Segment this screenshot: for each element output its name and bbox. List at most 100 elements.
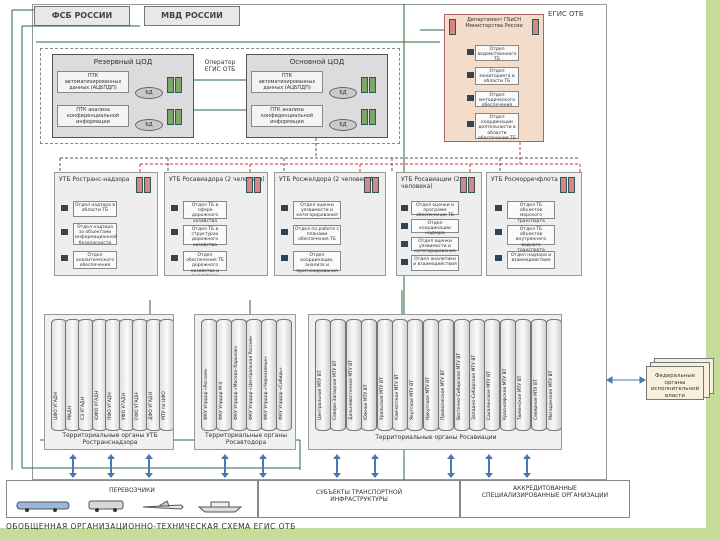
- territorial-organ-cylinder: Северное МТУ ВТ: [530, 319, 547, 431]
- territorial-organ-cylinder: Южное МТУ ВТ: [361, 319, 378, 431]
- territorial-organ-cylinder: Сахалинское МТУ ВТ: [484, 319, 501, 431]
- computer-icon: [61, 205, 68, 211]
- ugs-title: УТБ Росавиации (2 человека): [401, 176, 460, 190]
- server-icon: [361, 77, 368, 93]
- territorial-organ-label: ЮФО УГАДН: [94, 390, 100, 420]
- server-icon: [449, 19, 456, 35]
- territorial-organ-label: ДФО УГАДН: [148, 392, 154, 420]
- database-icon: БД: [135, 119, 163, 131]
- territorial-organ-label: СЗ УГАДН: [81, 397, 86, 420]
- cod-reserve-title: Резервный ЦОД: [93, 58, 153, 66]
- database-icon: БД: [329, 119, 357, 131]
- territorial-organ-label: Приволжское МТУ ВТ: [441, 369, 447, 420]
- infrastructure-box: СУБЪЕКТЫ ТРАНСПОРТНОЙ ИНФРАСТРУКТУРЫ: [258, 480, 460, 518]
- arrow-icon: [333, 454, 341, 478]
- territorial-organ-label: ФКУ Упрдор «Черноземье»: [264, 356, 269, 420]
- computer-icon: [171, 229, 178, 235]
- territorial-organ-cylinder: Центральное МТУ ВТ: [315, 319, 331, 431]
- territorial-organ-cylinder: Северо-Западное МТУ ВТ: [330, 319, 347, 431]
- computer-icon: [495, 255, 502, 261]
- territorial-organ-label: СФО УГАДН: [135, 392, 140, 420]
- territorial-organ-cylinder: Западно-Сибирское МТУ ВТ: [469, 319, 485, 431]
- database-icon: БД: [329, 87, 357, 99]
- territorial-organ-label: ФКУ Упрдор «Россия»: [204, 368, 209, 421]
- server-icon: [364, 177, 371, 193]
- computer-icon: [401, 259, 408, 265]
- ship-icon: [197, 501, 243, 513]
- cod-region: [40, 48, 400, 144]
- ugs-dept: Отдел ТБ объектов морского транспорта: [507, 201, 555, 224]
- server-icon: [246, 177, 253, 193]
- cod-reserve-ptk-conf: ПТК анализа конфиденциальной информации: [57, 105, 129, 127]
- server-icon: [167, 109, 174, 125]
- territorial-organ-cylinder: ФКУ Упрдор «Россия»: [201, 319, 217, 431]
- server-icon: [460, 177, 467, 193]
- territorial-organ-label: Центральное МТУ ВТ: [318, 370, 323, 420]
- computer-icon: [401, 205, 408, 211]
- arrow-icon: [523, 454, 531, 478]
- computer-icon: [467, 95, 474, 101]
- cod-main-ptk-conf: ПТК анализа конфиденциальной информации: [251, 105, 323, 127]
- decorative-bottom-strip: [0, 528, 720, 540]
- computer-icon: [401, 223, 408, 229]
- accredited-box: АККРЕДИТОВАННЫЕ СПЕЦИАЛИЗИРОВАННЫЕ ОРГАН…: [460, 480, 630, 518]
- terr-rosaviatsia: Центральное МТУ ВТ Северо-Западное МТУ ВТ…: [308, 314, 562, 450]
- cod-reserve: Резервный ЦОД ПТК автоматизированных дан…: [52, 54, 194, 138]
- territorial-organ-label: Красноярское МТУ ВТ: [502, 368, 508, 420]
- server-icon: [175, 77, 182, 93]
- egis-frame: [32, 4, 607, 480]
- arrow-icon: [221, 454, 229, 478]
- territorial-organ-cylinder: ФКУ Упрдор «Москва–Харьков»: [231, 319, 247, 431]
- computer-icon: [281, 205, 288, 211]
- egis-label: ЕГИС ОТБ: [548, 10, 584, 18]
- cod-reserve-ptk-data: ПТК автоматизированных данных (АЦБПДП): [57, 71, 129, 93]
- territorial-organ-label: МАДН: [67, 406, 73, 420]
- territorial-organ-label: Уральское МТУ ВТ: [379, 377, 385, 420]
- mintrans-dept-2: Отдел мониторинга в области ТБ: [475, 67, 519, 85]
- ugs-roszheldor: УТБ Росжелдора (2 человека) Отдел оценки…: [274, 172, 386, 276]
- database-icon: БД: [135, 87, 163, 99]
- ugs-dept: Отдел аналитического обеспечения: [73, 251, 117, 269]
- computer-icon: [467, 49, 474, 55]
- computer-icon: [281, 229, 288, 235]
- terr-rosaviatsia-label: Территориальные органы Росавиации: [375, 434, 497, 441]
- server-icon: [369, 77, 376, 93]
- plane-icon: [142, 500, 184, 510]
- territorial-organ-cylinder: Магаданское МТУ ВТ: [546, 319, 561, 431]
- territorial-organ-label: Дальневосточное МТУ ВТ: [348, 360, 354, 420]
- server-icon: [144, 177, 151, 193]
- territorial-organ-label: Магаданское МТУ ВТ: [549, 370, 554, 420]
- computer-icon: [401, 241, 408, 247]
- ugs-dept: Отдел координации, анализа и прогнозиров…: [293, 251, 341, 274]
- ugs-dept: Отдел ТБ в сфере дорожного хозяйства: [183, 201, 227, 224]
- diagram-caption: ОБОБЩЕННАЯ ОРГАНИЗАЦИОННО-ТЕХНИЧЕСКАЯ СХ…: [6, 522, 296, 531]
- cod-main-title: Основной ЦОД: [289, 58, 345, 66]
- arrow-icon: [447, 454, 455, 478]
- computer-icon: [495, 229, 502, 235]
- ugs-dept: Отдел надзора за объектами информационно…: [73, 223, 117, 246]
- computer-icon: [495, 205, 502, 211]
- arrow-icon: [371, 454, 379, 478]
- server-icon: [372, 177, 379, 193]
- computer-icon: [281, 255, 288, 261]
- ugs-dept: Отдел надзора и взаимодействия: [507, 251, 555, 269]
- ugs-dept: Отдел координации надзора: [411, 219, 459, 236]
- computer-icon: [467, 72, 474, 78]
- train-icon: [16, 501, 70, 512]
- territorial-organ-cylinder: ФКУ Упрдор «Сибирь»: [276, 319, 292, 431]
- mintrans-dept-1: Отдел ведомственного ТБ: [475, 45, 519, 62]
- exec-organs-box: Федеральные органы исполнительной власти: [646, 366, 704, 400]
- territorial-organ-label: Камчатское МТУ ВТ: [395, 373, 400, 420]
- ugs-dept: Отдел обеспечения ТБ дорожного хозяйства…: [183, 251, 227, 275]
- territorial-organ-cylinder: Красноярское МТУ ВТ: [499, 319, 516, 431]
- operator-label: Оператор ЕГИС ОТБ: [204, 59, 236, 73]
- server-icon: [175, 109, 182, 125]
- ugs-dept: Отдел по работе с планами обеспечения ТБ: [293, 225, 341, 245]
- ugs-dept: Отдел оценки уязвимости и категорировани…: [411, 237, 459, 254]
- territorial-organ-cylinder: Камчатское МТУ ВТ: [392, 319, 408, 431]
- ugs-dept: Отдел ТБ в структурах дорожного хозяйств…: [183, 225, 227, 248]
- mintrans-dept-3: Отдел методического обеспечения: [475, 91, 519, 108]
- ugs-title: УТБ Росжелдора (2 человека): [279, 176, 373, 183]
